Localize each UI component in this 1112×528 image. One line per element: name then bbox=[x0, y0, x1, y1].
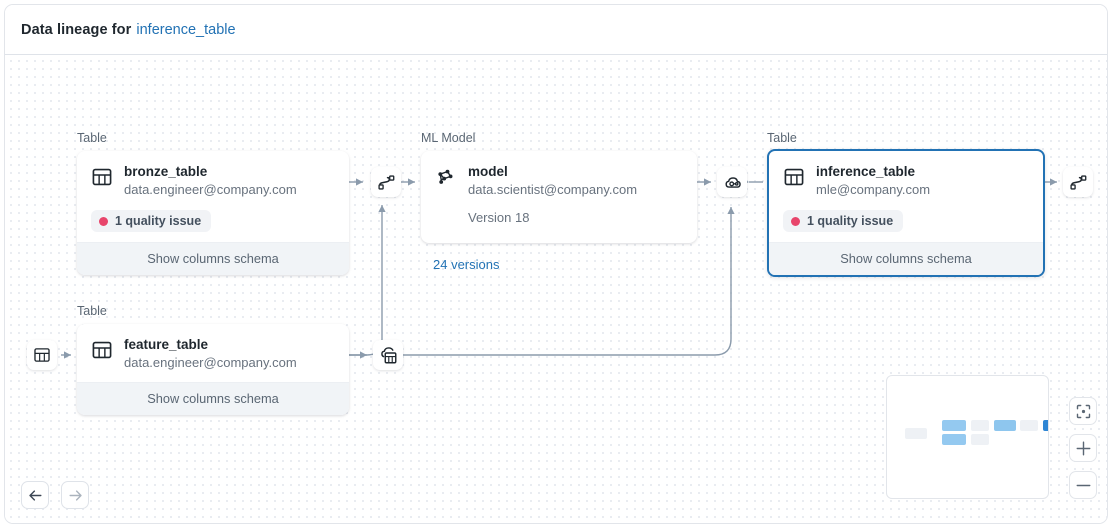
node-head: feature_table data.engineer@company.com bbox=[91, 336, 335, 372]
node-body: feature_table data.engineer@company.com bbox=[77, 324, 349, 382]
node-bronze-table[interactable]: bronze_table data.engineer@company.com 1… bbox=[77, 151, 349, 275]
model-graph-icon bbox=[435, 166, 457, 188]
fit-view-icon bbox=[1076, 404, 1090, 418]
node-feature-table[interactable]: feature_table data.engineer@company.com … bbox=[77, 324, 349, 415]
issue-dot-icon bbox=[791, 216, 800, 226]
show-columns-schema-button[interactable]: Show columns schema bbox=[769, 242, 1043, 275]
lineage-canvas[interactable]: Table bronze_table data.engineer@company… bbox=[5, 55, 1107, 523]
pipeline-icon bbox=[377, 174, 394, 190]
node-head: model data.scientist@company.com bbox=[435, 163, 683, 199]
versions-link[interactable]: 24 versions bbox=[433, 257, 500, 272]
status-badge-label: 1 quality issue bbox=[807, 214, 894, 228]
node-type-label-inference: Table bbox=[767, 131, 797, 145]
node-inference-table[interactable]: inference_table mle@company.com 1 qualit… bbox=[767, 149, 1045, 277]
node-type-label-feature: Table bbox=[77, 304, 107, 318]
minimap-node bbox=[971, 420, 989, 431]
node-head: bronze_table data.engineer@company.com bbox=[91, 163, 335, 199]
table-icon bbox=[91, 339, 113, 361]
node-type-label-model: ML Model bbox=[421, 131, 476, 145]
minimap-node bbox=[905, 428, 927, 439]
node-version: Version 18 bbox=[468, 210, 530, 225]
table-icon bbox=[34, 348, 50, 362]
node-head: inference_table mle@company.com bbox=[783, 163, 1029, 199]
forward-arrow-icon bbox=[69, 489, 82, 501]
minus-icon bbox=[1076, 484, 1090, 486]
connector-table-clipped[interactable] bbox=[27, 340, 57, 370]
connector-cloud-model[interactable] bbox=[717, 167, 747, 197]
zoom-controls bbox=[1069, 397, 1097, 499]
minimap-node-selected bbox=[1043, 420, 1048, 431]
node-type-label-bronze: Table bbox=[77, 131, 107, 145]
node-ml-model[interactable]: model data.scientist@company.com Version… bbox=[421, 151, 697, 243]
fit-view-button[interactable] bbox=[1069, 397, 1097, 425]
panel-header: Data lineage for inference_table bbox=[5, 5, 1107, 55]
page-title-subject: inference_table bbox=[136, 21, 236, 38]
node-body: model data.scientist@company.com Version… bbox=[421, 151, 697, 243]
node-title: model bbox=[468, 164, 508, 179]
node-owner: data.engineer@company.com bbox=[124, 182, 297, 197]
history-nav bbox=[21, 481, 89, 509]
node-body: inference_table mle@company.com 1 qualit… bbox=[769, 151, 1043, 242]
connector-pipeline-2[interactable] bbox=[1063, 167, 1093, 197]
minimap-node bbox=[942, 434, 966, 445]
status-badge[interactable]: 1 quality issue bbox=[783, 210, 904, 232]
status-badge[interactable]: 1 quality issue bbox=[91, 210, 212, 232]
back-button[interactable] bbox=[21, 481, 49, 509]
cloud-table-icon bbox=[380, 346, 396, 363]
table-icon bbox=[783, 166, 805, 188]
connector-pipeline-1[interactable] bbox=[371, 167, 401, 197]
node-texts: model data.scientist@company.com bbox=[468, 163, 637, 199]
node-owner: data.engineer@company.com bbox=[124, 355, 297, 370]
node-owner: mle@company.com bbox=[816, 182, 931, 197]
node-body: bronze_table data.engineer@company.com 1… bbox=[77, 151, 349, 242]
cloud-model-icon bbox=[724, 176, 741, 188]
node-texts: bronze_table data.engineer@company.com bbox=[124, 163, 297, 199]
minimap[interactable] bbox=[886, 375, 1049, 499]
minimap-node bbox=[994, 420, 1016, 431]
lineage-panel: Data lineage for inference_table bbox=[4, 4, 1108, 524]
minimap-node bbox=[1020, 420, 1038, 431]
node-title: inference_table bbox=[816, 164, 916, 179]
plus-icon bbox=[1076, 441, 1090, 455]
show-columns-schema-button[interactable]: Show columns schema bbox=[77, 242, 349, 275]
zoom-out-button[interactable] bbox=[1069, 471, 1097, 499]
minimap-node bbox=[942, 420, 966, 431]
node-title: feature_table bbox=[124, 337, 209, 352]
table-icon bbox=[91, 166, 113, 188]
forward-button[interactable] bbox=[61, 481, 89, 509]
show-columns-schema-button[interactable]: Show columns schema bbox=[77, 382, 349, 415]
node-title: bronze_table bbox=[124, 164, 208, 179]
page-title: Data lineage for bbox=[21, 21, 132, 38]
connector-cloud-table[interactable] bbox=[373, 340, 403, 370]
back-arrow-icon bbox=[28, 489, 41, 501]
node-texts: feature_table data.engineer@company.com bbox=[124, 336, 297, 372]
issue-dot-icon bbox=[99, 216, 108, 226]
status-badge-label: 1 quality issue bbox=[115, 214, 202, 228]
minimap-node bbox=[971, 434, 989, 445]
pipeline-icon bbox=[1069, 174, 1086, 190]
node-owner: data.scientist@company.com bbox=[468, 182, 638, 197]
node-texts: inference_table mle@company.com bbox=[816, 163, 930, 199]
zoom-in-button[interactable] bbox=[1069, 434, 1097, 462]
